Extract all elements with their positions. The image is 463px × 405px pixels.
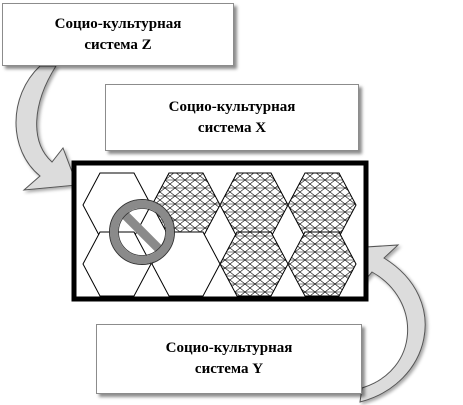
system-y-label-box: Социо-культурная система Y [96,324,362,394]
hex-cell-plain [82,231,152,297]
system-x-line2: система X [197,119,267,136]
system-y-line2: система Y [194,361,264,377]
curved-arrow-icon [349,244,426,403]
curved-arrow-icon [15,65,78,191]
system-z-line1: Социо-культурная [54,15,182,32]
prohibition-icon [109,199,175,265]
system-x-line1: Социо-культурная [168,98,296,115]
system-y-line1: Социо-культурная [165,340,293,356]
hex-cell-hatched [287,231,357,297]
system-x-label-box: Социо-культурная система X [105,84,359,151]
system-z-label-box: Социо-культурная система Z [2,3,234,66]
system-z-line2: система Z [84,36,152,53]
